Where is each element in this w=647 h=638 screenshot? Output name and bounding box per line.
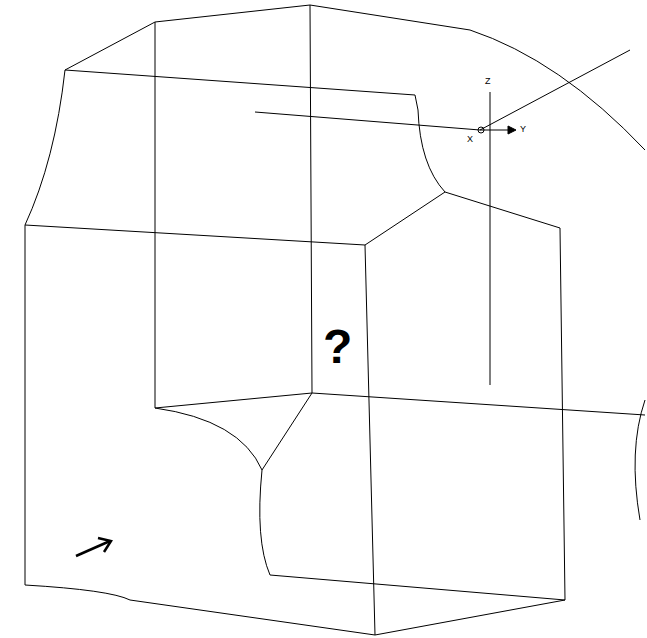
cell-edges xyxy=(25,5,645,635)
axis-label: X xyxy=(466,134,474,145)
axis-label: Y xyxy=(519,124,527,135)
question-mark: ? xyxy=(322,322,353,372)
pointer-arrow xyxy=(76,538,111,556)
axis-triad xyxy=(255,50,630,385)
axis-label: Z xyxy=(484,76,492,87)
